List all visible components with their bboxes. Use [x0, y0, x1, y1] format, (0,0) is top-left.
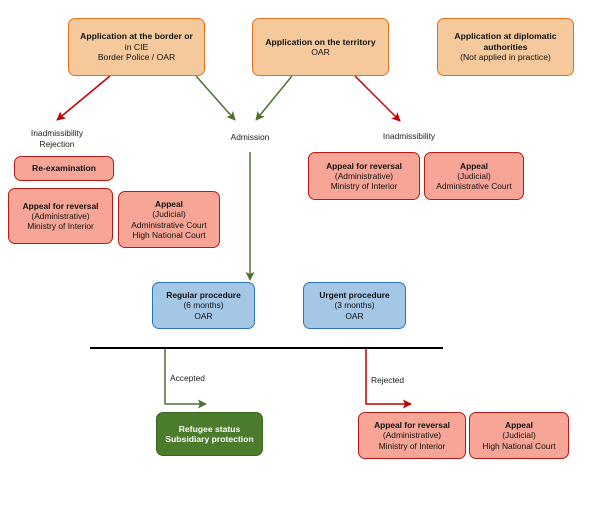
node-appeal-for-reversal-right[interactable]: Appeal for reversal (Administrative) Min…	[308, 152, 420, 200]
node-line-3: OAR	[345, 310, 364, 321]
node-line-1: Urgent procedure	[319, 290, 390, 301]
node-line-1: Appeal for reversal	[374, 420, 450, 431]
node-line-1: Refugee status	[178, 423, 241, 434]
edge-label-inadmissibility: Inadmissibility	[382, 131, 436, 141]
node-line-2: (Judicial)	[152, 209, 186, 220]
node-application-at-border[interactable]: Application at the border or in CIE Bord…	[68, 18, 205, 76]
node-line-3: (Not applied in practice)	[460, 52, 551, 63]
node-line-2: OAR	[311, 47, 330, 57]
node-appeal-for-reversal-bottom[interactable]: Appeal for reversal (Administrative) Min…	[358, 412, 466, 459]
node-appeal-judicial-bottom[interactable]: Appeal (Judicial) High National Court	[469, 412, 569, 459]
node-line-2: (3 months)	[334, 300, 375, 311]
node-line-3: Ministry of Interior	[330, 181, 398, 192]
node-urgent-procedure[interactable]: Urgent procedure (3 months) OAR	[303, 282, 406, 329]
node-line-3: Border Police / OAR	[97, 52, 176, 63]
arrow-territory-to-admission	[255, 75, 293, 121]
node-line-1: Appeal for reversal	[326, 160, 402, 171]
edge-label-rejected: Rejected	[371, 375, 405, 385]
node-line-3: Administrative Court	[436, 181, 512, 192]
edge-label-accepted: Accepted	[170, 373, 205, 383]
node-line-4: High National Court	[132, 229, 206, 240]
node-line-3: Administrative Court	[131, 219, 207, 230]
node-line-2: (Administrative)	[334, 170, 394, 181]
node-line-1: Regular procedure	[166, 290, 241, 301]
node-line-3: Ministry of Interior	[378, 440, 446, 451]
node-line-2: (Judicial)	[502, 430, 536, 441]
node-line-1: Appeal	[155, 199, 183, 209]
node-line-2: (Administrative)	[31, 210, 90, 221]
edge-label-admission: Admission	[230, 132, 270, 142]
node-line-2: Subsidiary protection	[165, 434, 254, 444]
node-line-3: OAR	[194, 310, 213, 321]
node-line-2: (Administrative)	[382, 430, 442, 441]
node-line-1: Appeal for reversal	[22, 200, 99, 211]
arrow-border-to-admission	[195, 75, 236, 121]
node-line-3: High National Court	[482, 440, 556, 451]
node-line-1: Appeal	[460, 160, 488, 171]
arrow-territory-to-inadmissibility	[354, 75, 401, 122]
node-line-2: (6 months)	[183, 300, 224, 311]
edge-label-inadmissibility-rejection: Inadmissibility Rejection	[30, 128, 84, 149]
node-application-on-territory[interactable]: Application on the territory OAR	[252, 18, 389, 76]
node-appeal-judicial-left[interactable]: Appeal (Judicial) Administrative Court H…	[118, 191, 220, 248]
arrow-border-to-inadmissibility	[56, 75, 111, 121]
node-line-2: (Judicial)	[457, 170, 491, 181]
node-refugee-status[interactable]: Refugee status Subsidiary protection	[156, 412, 263, 456]
node-line-1: Appeal	[505, 420, 533, 431]
node-line-1: Re-examination	[32, 163, 96, 174]
node-line-2: in CIE	[124, 41, 149, 52]
node-line-2: authorities	[483, 41, 528, 52]
node-re-examination[interactable]: Re-examination	[14, 156, 114, 181]
node-appeal-judicial-right[interactable]: Appeal (Judicial) Administrative Court	[424, 152, 524, 200]
procedure-divider-line	[90, 347, 443, 349]
node-line-1: Application at the border or	[80, 31, 193, 42]
node-line-1: Application on the territory	[265, 36, 376, 47]
node-application-diplomatic-authorities[interactable]: Application at diplomatic authorities (N…	[437, 18, 574, 76]
node-appeal-for-reversal-left[interactable]: Appeal for reversal (Administrative) Min…	[8, 188, 113, 244]
node-regular-procedure[interactable]: Regular procedure (6 months) OAR	[152, 282, 255, 329]
node-line-3: Ministry of Interior	[27, 221, 94, 232]
node-line-1: Application at diplomatic	[454, 31, 557, 42]
